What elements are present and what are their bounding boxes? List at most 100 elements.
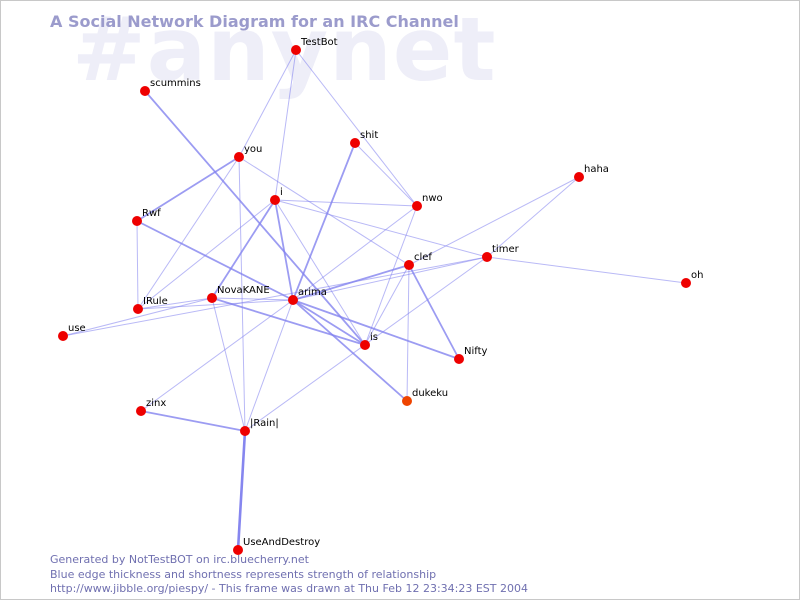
- node-dot[interactable]: [412, 201, 422, 211]
- node-label: is: [370, 332, 378, 343]
- node-shit[interactable]: shit: [350, 130, 378, 148]
- node-label: you: [244, 144, 262, 155]
- node-label: NovaKANE: [217, 285, 270, 296]
- node-scummins[interactable]: scummins: [140, 78, 201, 96]
- node-dot[interactable]: [454, 354, 464, 364]
- node-dot[interactable]: [350, 138, 360, 148]
- edge-i-timer: [274, 199, 488, 258]
- node-label: clef: [414, 252, 432, 263]
- edge-rain-useanddestroy: [236, 429, 247, 552]
- edge-novakane-irule: [137, 297, 213, 310]
- node-dot[interactable]: [136, 406, 146, 416]
- node-clef[interactable]: clef: [404, 252, 432, 270]
- edge-clef-dukeku: [406, 264, 410, 402]
- edge-testbot-nwo: [295, 49, 418, 207]
- node-label: Nifty: [464, 346, 488, 357]
- node-dot[interactable]: [58, 331, 68, 341]
- node-is[interactable]: is: [360, 332, 378, 350]
- node-oh[interactable]: oh: [681, 270, 703, 288]
- node-dot[interactable]: [482, 252, 492, 262]
- node-label: nwo: [422, 193, 443, 204]
- footer-legend: Blue edge thickness and shortness repres…: [50, 567, 437, 581]
- edge-arima-zinx: [140, 299, 294, 412]
- node-nwo[interactable]: nwo: [412, 193, 443, 211]
- node-dot[interactable]: [207, 293, 217, 303]
- edge-shit-nwo: [354, 142, 418, 207]
- edge-rwf-arima: [136, 220, 294, 301]
- node-label: TestBot: [300, 37, 338, 48]
- edge-clef-arima: [292, 264, 410, 301]
- edge-i-arima: [274, 199, 294, 301]
- node-i[interactable]: i: [270, 187, 283, 205]
- node-label: haha: [584, 164, 609, 175]
- node-label: IRule: [143, 296, 168, 307]
- node-dot[interactable]: [240, 426, 250, 436]
- node-use[interactable]: use: [58, 323, 86, 341]
- edge-clef-is: [364, 264, 410, 346]
- footer: Generated by NotTestBOT on irc.bluecherr…: [50, 553, 528, 597]
- node-label: zinx: [146, 398, 166, 409]
- node-label: |Rain|: [250, 418, 279, 429]
- node-dot[interactable]: [291, 45, 301, 55]
- node-label: i: [280, 187, 283, 198]
- node-you[interactable]: you: [234, 144, 262, 162]
- edge-arima-irule: [137, 299, 294, 310]
- node-dot[interactable]: [288, 295, 298, 305]
- edge-novakane-is: [211, 297, 366, 346]
- node-nifty[interactable]: Nifty: [454, 346, 488, 364]
- footer-generated-by: Generated by NotTestBOT on irc.bluecherr…: [50, 553, 309, 566]
- node-label: arima: [298, 287, 327, 298]
- node-haha[interactable]: haha: [574, 164, 609, 182]
- node-dot[interactable]: [574, 172, 584, 182]
- edge-scummins-is: [144, 90, 366, 346]
- edge-timer-use: [62, 256, 488, 337]
- node-arima[interactable]: arima: [288, 287, 327, 305]
- edge-novakane-rain: [211, 297, 246, 432]
- edge-i-irule: [137, 199, 276, 310]
- node-useanddestroy[interactable]: UseAndDestroy: [233, 537, 320, 555]
- edge-layer: [62, 49, 687, 552]
- node-label: use: [68, 323, 86, 334]
- node-timer[interactable]: timer: [482, 244, 520, 262]
- edge-nwo-is: [364, 205, 418, 346]
- edge-you-rwf: [136, 156, 240, 222]
- node-label: shit: [360, 130, 378, 141]
- channel-watermark: #anynet: [72, 0, 497, 101]
- node-dot[interactable]: [133, 304, 143, 314]
- edge-testbot-you: [238, 49, 297, 158]
- edge-nwo-arima: [292, 205, 418, 301]
- node-label: dukeku: [412, 388, 448, 399]
- edge-arima-is: [292, 299, 366, 346]
- node-dot[interactable]: [404, 260, 414, 270]
- node-dot[interactable]: [233, 545, 243, 555]
- node-label: UseAndDestroy: [243, 537, 320, 548]
- page-title: A Social Network Diagram for an IRC Chan…: [50, 12, 459, 31]
- node-dot[interactable]: [234, 152, 244, 162]
- node-rwf[interactable]: Rwf: [132, 208, 161, 226]
- edge-haha-timer: [486, 176, 580, 258]
- edge-timer-arima: [292, 256, 488, 301]
- node-label: Rwf: [142, 208, 161, 219]
- node-dot[interactable]: [360, 340, 370, 350]
- edge-i-nwo: [274, 199, 418, 207]
- edge-haha-clef: [408, 176, 580, 266]
- node-dot[interactable]: [402, 396, 412, 406]
- edge-arima-rain: [244, 299, 294, 432]
- node-irule[interactable]: IRule: [133, 296, 168, 314]
- edge-shit-arima: [292, 142, 356, 301]
- node-novakane[interactable]: NovaKANE: [207, 285, 270, 303]
- footer-link: http://www.jibble.org/piespy/ - This fra…: [50, 582, 529, 595]
- node-dot[interactable]: [270, 195, 280, 205]
- node-label: timer: [492, 244, 520, 255]
- node-rain[interactable]: |Rain|: [240, 418, 279, 436]
- node-dot[interactable]: [681, 278, 691, 288]
- edge-arima-nifty: [292, 299, 460, 360]
- node-dot[interactable]: [132, 216, 142, 226]
- node-dot[interactable]: [140, 86, 150, 96]
- edge-arima-dukeku: [292, 299, 408, 402]
- node-dukeku[interactable]: dukeku: [402, 388, 448, 406]
- node-testbot[interactable]: TestBot: [291, 37, 338, 55]
- node-zinx[interactable]: zinx: [136, 398, 166, 416]
- edge-clef-nifty: [408, 264, 460, 360]
